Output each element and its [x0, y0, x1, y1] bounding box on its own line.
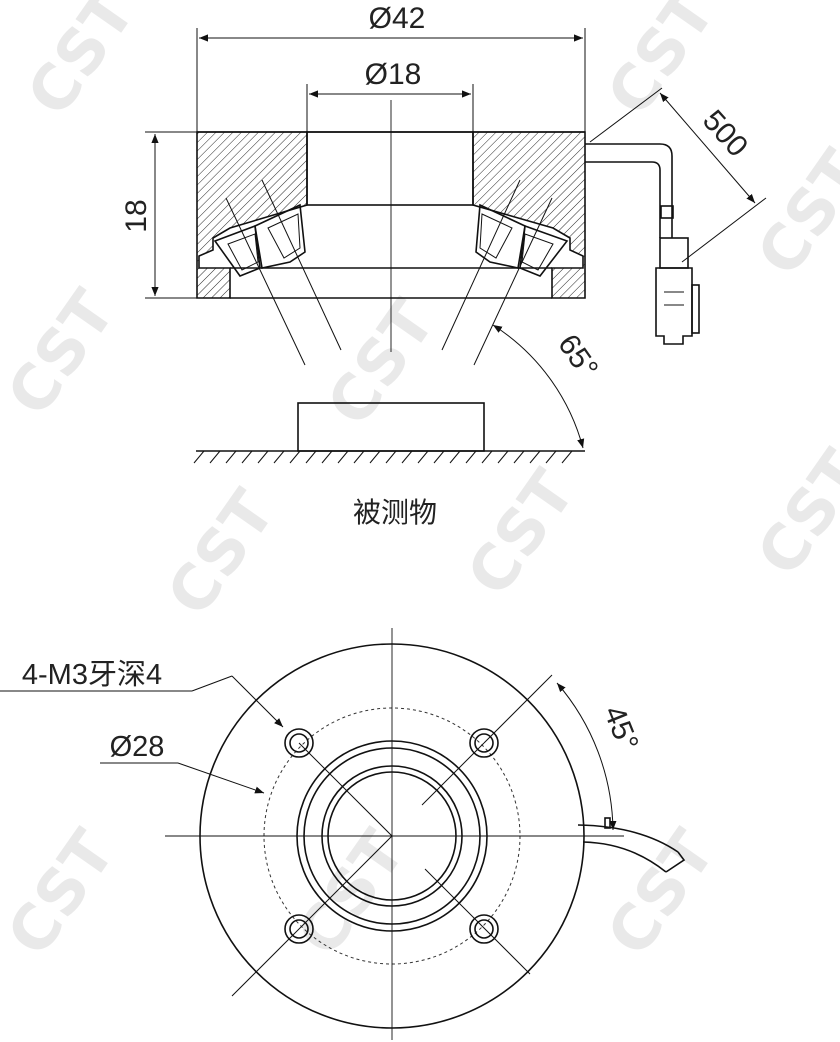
ground-hatch-stroke — [449, 450, 461, 464]
ground-hatch-stroke — [417, 450, 429, 464]
watermark-text: CST — [452, 457, 588, 608]
dim-outer-diameter: Ø42 — [369, 2, 426, 35]
ground-hatch-stroke — [545, 450, 557, 464]
led-right-outer — [519, 224, 569, 277]
ground-hatch-stroke — [433, 450, 445, 464]
top-angle-dim: 45° — [597, 701, 645, 755]
ground-hatch-stroke — [257, 450, 269, 464]
ground-hatch-stroke — [209, 450, 221, 464]
center-bore — [306, 131, 474, 206]
ground-hatch-stroke — [225, 450, 237, 464]
ground-hatch-stroke — [465, 450, 477, 464]
thread-callout: 4-M3牙深4 — [22, 659, 162, 691]
ground-hatch-stroke — [321, 450, 333, 464]
watermark-text: CST — [312, 287, 448, 438]
cable-exit — [577, 817, 686, 873]
watermark-text: CST — [152, 477, 288, 628]
dim-inner-diameter: Ø18 — [365, 58, 422, 91]
ground-hatch-stroke — [241, 450, 253, 464]
ground-hatch-stroke — [481, 450, 493, 464]
watermark-text: CST — [0, 817, 129, 968]
watermark-text: CST — [742, 137, 840, 288]
top-view: 4-M3牙深4 Ø28 45° — [0, 628, 686, 1040]
ground-hatch-stroke — [385, 450, 397, 464]
mount-hole-bottom-left — [284, 914, 314, 944]
ground-hatching — [193, 450, 573, 464]
watermark-text: CST — [0, 277, 129, 428]
ground-hatch-stroke — [289, 450, 301, 464]
cable-assembly — [585, 143, 700, 345]
ground-hatch-stroke — [193, 450, 205, 464]
ground-hatch-stroke — [369, 450, 381, 464]
led-right-inner — [475, 203, 526, 269]
ground-hatch-stroke — [497, 450, 509, 464]
mount-hole-top-right — [469, 728, 499, 758]
ground-hatch-stroke — [561, 450, 573, 464]
dim-angle: 65° — [551, 329, 604, 385]
ground-hatch-stroke — [273, 450, 285, 464]
watermark-text: CST — [12, 0, 148, 129]
mount-hole-bottom-right — [469, 914, 499, 944]
ground-hatch-stroke — [337, 450, 349, 464]
watermark-text: CST — [592, 0, 728, 129]
watermark-text: CST — [592, 817, 728, 968]
mount-hole-top-left — [284, 728, 314, 758]
ground-hatch-stroke — [353, 450, 365, 464]
watermark-text: CST — [742, 437, 840, 588]
housing-section-right — [472, 131, 586, 299]
dim-cable-length: 500 — [696, 104, 754, 163]
measured-object-label: 被测物 — [353, 497, 437, 528]
ground-hatch-stroke — [529, 450, 541, 464]
ground-hatch-stroke — [305, 450, 317, 464]
dim-height: 18 — [120, 199, 153, 232]
ground-hatch-stroke — [513, 450, 525, 464]
bolt-circle-dim: Ø28 — [110, 731, 165, 763]
ground-hatch-stroke — [401, 450, 413, 464]
housing-section-left — [196, 131, 308, 299]
